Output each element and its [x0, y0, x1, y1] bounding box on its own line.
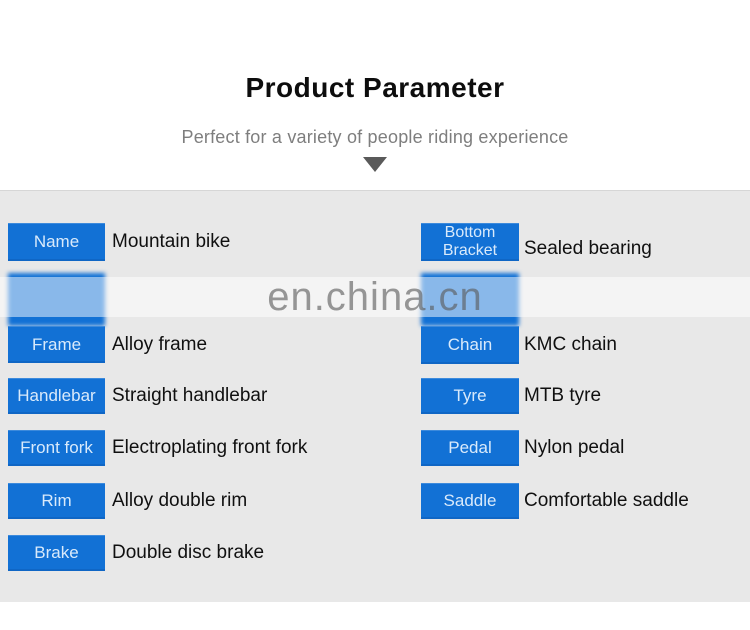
param-row-tyre: Tyre MTB tyre [421, 378, 601, 414]
param-value: Comfortable saddle [524, 490, 689, 511]
param-row-frame: Frame Alloy frame [8, 326, 207, 363]
param-value: Nylon pedal [524, 437, 625, 458]
param-row-name: Name Mountain bike [8, 223, 230, 261]
param-value: Alloy double rim [112, 490, 248, 511]
param-value: Electroplating front fork [112, 437, 308, 458]
parameters-panel [0, 190, 750, 602]
param-row-saddle: Saddle Comfortable saddle [421, 483, 689, 519]
watermark-band [0, 277, 750, 317]
param-row-front-fork: Front fork Electroplating front fork [8, 430, 307, 466]
param-label-chip: Brake [8, 535, 105, 571]
watermark-text: en.china.cn [267, 275, 483, 319]
param-label-chip: Handlebar [8, 378, 105, 414]
page-subtitle: Perfect for a variety of people riding e… [181, 127, 569, 147]
param-value: Alloy frame [112, 333, 208, 355]
param-row-handlebar: Handlebar Straight handlebar [8, 378, 267, 414]
param-value: Straight handlebar [112, 385, 268, 406]
page-title: Product Parameter [245, 72, 505, 103]
param-label-chip: Tyre [421, 378, 519, 414]
param-row-brake: Brake Double disc brake [8, 535, 264, 571]
param-value: Sealed bearing [524, 237, 652, 259]
param-label-chip: Bottom Bracket [421, 223, 519, 261]
param-value: Mountain bike [112, 231, 231, 252]
param-label-chip: Front fork [8, 430, 105, 466]
param-label-chip: Chain [421, 326, 519, 364]
param-row-pedal: Pedal Nylon pedal [421, 430, 624, 466]
param-label-chip: Rim [8, 483, 105, 519]
param-label-chip: Saddle [421, 483, 519, 519]
param-value: Double disc brake [112, 542, 265, 563]
param-row-rim: Rim Alloy double rim [8, 483, 247, 519]
param-row-chain: Chain KMC chain [421, 326, 617, 364]
param-value: KMC chain [524, 334, 617, 355]
param-row-bottom-bracket: Bottom Bracket Sealed bearing [421, 223, 652, 261]
down-triangle-icon [363, 157, 387, 172]
param-label-chip: Name [8, 223, 105, 261]
param-label-chip: Pedal [421, 430, 519, 466]
param-value: MTB tyre [524, 385, 602, 406]
param-label-chip: Frame [8, 326, 105, 363]
